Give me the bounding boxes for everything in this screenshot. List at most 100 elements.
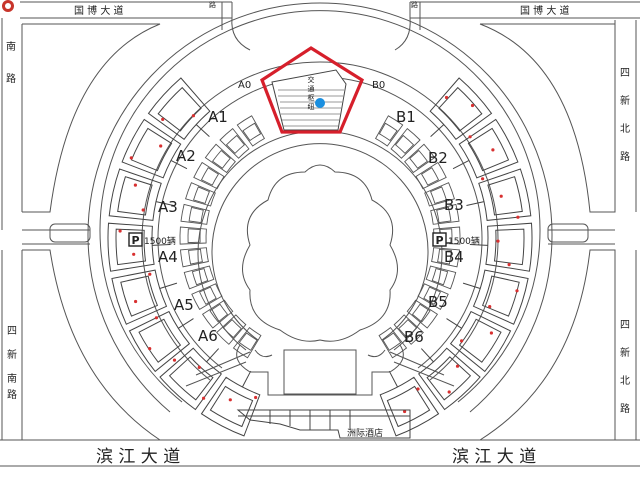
red-dot	[488, 305, 492, 309]
hub-label-line-1: 交	[308, 75, 315, 84]
zone-label-b0[interactable]: B0	[372, 80, 385, 91]
hall-connector	[466, 201, 485, 207]
red-dot	[403, 409, 407, 414]
south-plaza	[185, 344, 455, 396]
hall-connector	[446, 318, 462, 329]
red-dot	[154, 316, 158, 320]
exhibition-hall	[107, 222, 155, 272]
hall-connector	[430, 124, 445, 138]
zone-label-b4[interactable]: B4	[444, 248, 464, 266]
exhibition-hall	[472, 269, 529, 325]
parking-symbol-right: P	[436, 234, 444, 247]
zone-label-b5[interactable]: B5	[428, 293, 448, 311]
red-dot	[132, 252, 136, 256]
hotel-label: 洲际酒店	[347, 427, 383, 439]
inner-room-detail	[411, 303, 431, 323]
road-label-top-left: 国 博 大 道	[74, 4, 124, 17]
inner-room	[425, 265, 457, 290]
road-label-bottom-right: 滨 江 大 道	[452, 447, 536, 467]
inner-room-detail	[431, 268, 449, 286]
exhibition-hall	[485, 222, 533, 272]
inner-room-detail	[191, 268, 209, 286]
red-dot	[129, 156, 133, 160]
inner-room	[390, 127, 421, 159]
red-dot	[489, 331, 493, 335]
red-dot	[499, 194, 503, 198]
location-marker[interactable]	[315, 98, 325, 108]
zone-label-b1[interactable]: B1	[396, 108, 416, 126]
zone-label-b3[interactable]: B3	[444, 196, 464, 214]
inner-room	[430, 203, 460, 225]
inner-room-detail	[238, 332, 258, 351]
exhibition-hall	[159, 347, 222, 411]
road-label-right-upper-4: 路	[620, 150, 630, 163]
inner-room	[183, 265, 215, 290]
exhibition-hall	[449, 310, 512, 373]
inner-room	[204, 143, 236, 174]
red-dot	[254, 395, 258, 400]
road-label-right-lower-3: 北	[620, 375, 630, 387]
hotel-building	[236, 409, 411, 439]
exhibition-hall	[458, 118, 519, 179]
red-dot	[444, 95, 449, 100]
red-dot	[515, 289, 519, 293]
inner-room-detail	[242, 122, 262, 142]
hall-connector	[195, 124, 210, 138]
inner-room	[180, 247, 209, 268]
zone-label-a3[interactable]: A3	[158, 198, 178, 216]
red-dot	[447, 390, 451, 394]
inner-room-detail	[420, 167, 440, 186]
inner-room	[424, 182, 455, 207]
inner-room	[406, 299, 439, 329]
hall-connector	[152, 244, 171, 246]
inner-room-detail	[423, 286, 441, 305]
inner-room	[393, 314, 424, 345]
zone-label-b6[interactable]: B6	[404, 328, 424, 346]
parking-left[interactable]: P 1500辆	[128, 232, 176, 247]
zone-label-a2[interactable]: A2	[176, 147, 196, 165]
inner-room	[185, 182, 216, 207]
zone-label-b2[interactable]: B2	[428, 149, 448, 167]
parking-capacity-right: 1500辆	[448, 235, 480, 247]
map-logo-icon	[2, 0, 14, 12]
hall-inner-block	[487, 176, 523, 216]
inner-room-detail	[225, 134, 246, 154]
exhibition-hall	[200, 376, 261, 437]
hall-inner-block	[481, 275, 520, 317]
inner-room	[415, 161, 447, 190]
zone-label-a5[interactable]: A5	[174, 296, 194, 314]
red-dot	[507, 263, 511, 267]
red-dot	[470, 103, 475, 108]
zone-label-a6[interactable]: A6	[198, 327, 218, 345]
zone-label-a1[interactable]: A1	[208, 108, 228, 126]
exhibition-hall	[379, 376, 440, 437]
hub-label-line-3: 枢	[308, 93, 315, 102]
inner-room	[431, 247, 460, 268]
inner-room	[191, 283, 223, 311]
red-dot	[159, 144, 163, 148]
red-dot	[460, 339, 464, 343]
exhibition-hall	[478, 168, 532, 221]
hall-connector	[241, 370, 252, 388]
exhibition-hall	[418, 347, 481, 411]
parking-capacity-left: 1500辆	[144, 235, 176, 247]
zone-label-a0[interactable]: A0	[238, 80, 251, 91]
road-label-right-lower-1: 四	[620, 320, 630, 331]
parking-right[interactable]: P 1500辆	[432, 232, 480, 247]
road-label-left-lower-2: 新	[7, 348, 17, 361]
parking-icon-left	[128, 232, 143, 247]
road-label-left-lower-4: 路	[7, 388, 17, 401]
inner-room	[378, 326, 408, 359]
exit-points	[118, 95, 520, 414]
zone-label-a4[interactable]: A4	[158, 248, 178, 266]
road-label-left-lower-1: 四	[7, 326, 17, 337]
red-dot	[134, 299, 138, 304]
hall-inner-block	[493, 228, 525, 266]
inner-room	[417, 283, 449, 311]
hall-inner-block	[438, 86, 483, 132]
red-dot	[468, 135, 472, 139]
red-dot	[228, 398, 232, 402]
road-mark-top: 路	[209, 0, 216, 9]
road-label-top-right: 国 博 大 道	[520, 4, 570, 17]
red-dot	[172, 358, 177, 362]
